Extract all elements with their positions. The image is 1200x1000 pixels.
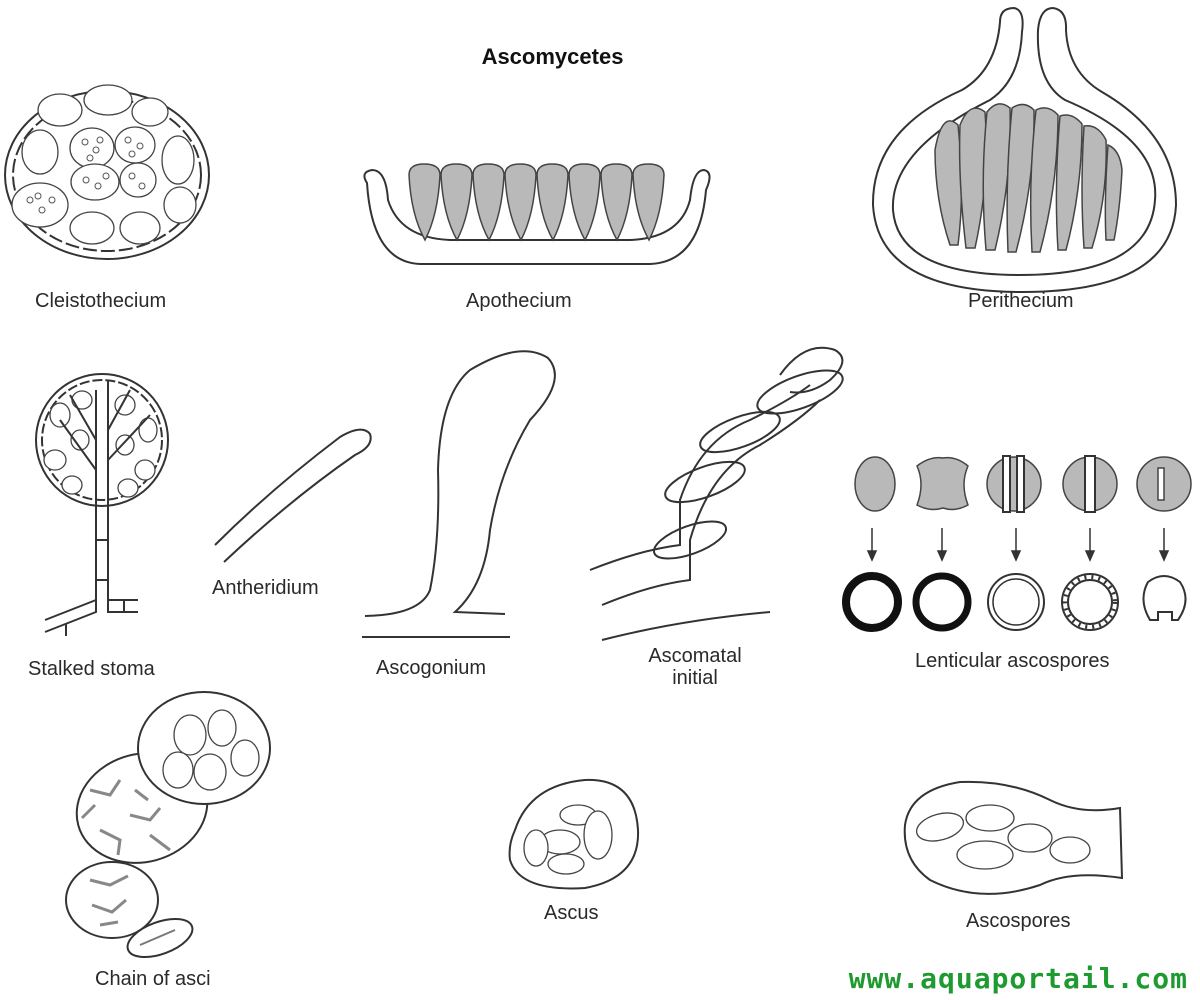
antheridium-figure bbox=[214, 428, 372, 563]
diagram-title: Ascomycetes bbox=[481, 44, 624, 69]
label-apothecium: Apothecium bbox=[466, 290, 572, 312]
chain-of-asci-figure bbox=[65, 691, 271, 959]
label-ascomatal-initial-line1: Ascomatal bbox=[648, 645, 742, 667]
label-ascogonium: Ascogonium bbox=[376, 657, 487, 679]
ascomatal-initial-figure bbox=[589, 346, 844, 641]
ascus-figure bbox=[508, 778, 640, 890]
cleistothecium-figure bbox=[4, 84, 210, 260]
lenticular-ascospores-figure bbox=[842, 455, 1192, 632]
label-ascomatal-initial-line2: initial bbox=[672, 667, 718, 689]
ascogonium-figure bbox=[362, 350, 556, 638]
ascospores-figure bbox=[903, 780, 1124, 895]
label-lenticular-ascospores: Lenticular ascospores bbox=[915, 650, 1110, 672]
watermark: www.aquaportail.com bbox=[848, 962, 1188, 995]
label-cleistothecium: Cleistothecium bbox=[35, 290, 167, 312]
apothecium-figure bbox=[363, 163, 711, 265]
label-antheridium: Antheridium bbox=[212, 577, 319, 599]
label-ascomatal-initial: Ascomatal initial bbox=[640, 645, 750, 689]
label-ascospores: Ascospores bbox=[966, 910, 1071, 932]
label-ascus: Ascus bbox=[544, 902, 599, 924]
label-chain-of-asci: Chain of asci bbox=[95, 968, 211, 990]
label-stalked-stoma: Stalked stoma bbox=[28, 658, 155, 680]
perithecium-figure bbox=[871, 6, 1178, 294]
label-perithecium: Perithecium bbox=[968, 290, 1074, 312]
stalked-stoma-figure bbox=[35, 373, 169, 636]
